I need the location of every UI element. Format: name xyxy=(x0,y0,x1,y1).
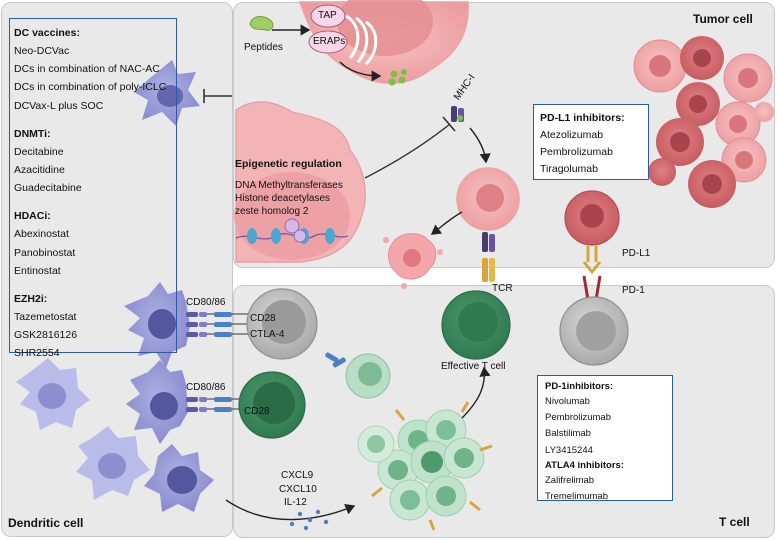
dnmti-item: Decitabine xyxy=(14,145,64,158)
dendritic-cell-2 xyxy=(126,360,188,444)
grey-t-cell-ctla4 xyxy=(246,288,318,360)
pdl1-item: Pembrolizumab xyxy=(540,146,613,158)
pd1-drug-box: PD-1inhibitors: Nivolumab Pembrolizumab … xyxy=(537,375,673,502)
mhc-arrow xyxy=(469,127,491,164)
dnmti-heading: DNMTi: xyxy=(14,127,51,140)
pdl1-pd1-complex xyxy=(582,246,602,301)
tumor-cluster xyxy=(633,36,774,208)
pdl1-tumor-cell xyxy=(564,190,620,246)
tcell-panel-title: T cell xyxy=(719,515,750,529)
green-t-cell-cd28 xyxy=(238,371,306,439)
ezh2i-heading: EZH2i: xyxy=(14,293,48,306)
ctla4-item: Zalifrelimab xyxy=(545,474,595,486)
il12-label: IL-12 xyxy=(284,497,307,508)
kill-arrow xyxy=(430,211,463,235)
dendritic-cell-3 xyxy=(144,444,214,512)
cd80-label-1: CD80/86 xyxy=(186,297,226,308)
hdaci-item: Abexinostat xyxy=(14,228,69,241)
expansion-arrow xyxy=(461,366,491,419)
inhibit-line-epi xyxy=(364,123,451,179)
cytokine-dots xyxy=(289,509,329,531)
ezh2i-item: SHR2554 xyxy=(14,347,60,360)
pd1-item: Pembrolizumab xyxy=(545,412,611,424)
cd80-label-2: CD80/86 xyxy=(186,382,226,393)
dc-vaccine-item: DCVax-L plus SOC xyxy=(14,99,104,112)
effective-t-cell xyxy=(441,290,511,360)
hdaci-item: Panobinostat xyxy=(14,246,76,259)
tcr-label: TCR xyxy=(492,283,513,294)
ezh2i-item: GSK2816126 xyxy=(14,329,78,342)
dc-vaccine-item: DCs in combination of NAC-AC xyxy=(14,63,160,76)
apoptotic-cell xyxy=(383,233,443,289)
dnmti-item: Guadecitabine xyxy=(14,182,82,195)
dendritic-panel-title: Dendritic cell xyxy=(8,516,84,530)
mhc-tcr-complex xyxy=(482,232,495,282)
ezh2i-item: Tazemetostat xyxy=(14,311,77,324)
dendritic-cell-1 xyxy=(124,282,190,368)
peptides-label: Peptides xyxy=(244,42,283,53)
effective-t-label: Effective T cell xyxy=(441,361,506,372)
ctla4-heading: ATLA4 inhibitors: xyxy=(545,459,624,471)
pd1-item: Balstilimab xyxy=(545,428,591,440)
eraps-label: ERAPs xyxy=(313,36,346,47)
epigenetic-cell xyxy=(234,101,366,263)
pdl1-item: Tiragolumab xyxy=(540,163,598,175)
pdl1-label: PD-L1 xyxy=(622,248,651,259)
cytokine-arrow xyxy=(225,499,356,521)
epigenetic-item: DNA Methyltransferases xyxy=(235,180,343,191)
grey-t-cell-pd1 xyxy=(559,296,629,366)
pd1-heading: PD-1inhibitors: xyxy=(545,381,614,392)
eraps-arrow xyxy=(339,61,382,82)
dnmti-item: Azacitidine xyxy=(14,164,65,177)
tap-bubble xyxy=(310,4,346,28)
inhibit-bar-epi xyxy=(442,116,456,132)
ctla4-item: Tremelimumab xyxy=(545,491,608,503)
small-t-cell xyxy=(325,352,391,399)
t-cell-expansion xyxy=(357,401,493,531)
ctla4-label: CTLA-4 xyxy=(250,329,285,340)
epigenetic-item: zeste homolog 2 xyxy=(235,206,309,217)
target-tumor-cell xyxy=(456,167,520,231)
pd1-item: Nivolumab xyxy=(545,396,590,407)
er-membrane xyxy=(345,14,378,66)
dc-vaccine-item: Neo-DCVac xyxy=(14,45,70,57)
cd80-receptors-2 xyxy=(186,397,242,412)
pdl1-drug-box: PD-L1 inhibitors: Atezolizumab Pembroliz… xyxy=(533,104,649,180)
hdaci-heading: HDACi: xyxy=(14,210,51,223)
peptide-dots xyxy=(388,69,407,86)
hdaci-item: Entinostat xyxy=(14,264,61,277)
cd80-receptors-1 xyxy=(186,312,248,337)
epigenetic-item: Histone deacetylases xyxy=(235,193,331,204)
tumor-panel-title: Tumor cell xyxy=(693,12,753,26)
peptide-icon xyxy=(249,16,274,31)
eraps-bubble xyxy=(308,30,348,54)
pd1-label: PD-1 xyxy=(622,285,645,296)
pdl1-heading: PD-L1 inhibitors: xyxy=(540,112,625,124)
dendritic-cell-4 xyxy=(16,358,90,430)
pdl1-item: Atezolizumab xyxy=(540,129,604,141)
dc-vaccines-heading: DC vaccines: xyxy=(14,27,80,39)
epigenetic-heading: Epigenetic regulation xyxy=(235,158,342,170)
mhc-receptor-top xyxy=(451,106,464,122)
cd28-label-1: CD28 xyxy=(250,313,276,324)
tap-label: TAP xyxy=(318,10,337,21)
dc-drug-box: DC vaccines: Neo-DCVac DCs in combinatio… xyxy=(9,18,177,359)
cxcl9-label: CXCL9 xyxy=(281,470,314,481)
dc-vaccine-item: DCs in combination of poly-ICLC xyxy=(14,81,167,94)
cd28-label-2: CD28 xyxy=(244,406,270,417)
pd1-item: LY3415244 xyxy=(545,444,593,456)
dendritic-cell-5 xyxy=(76,426,150,500)
cxcl10-label: CXCL10 xyxy=(279,484,317,495)
